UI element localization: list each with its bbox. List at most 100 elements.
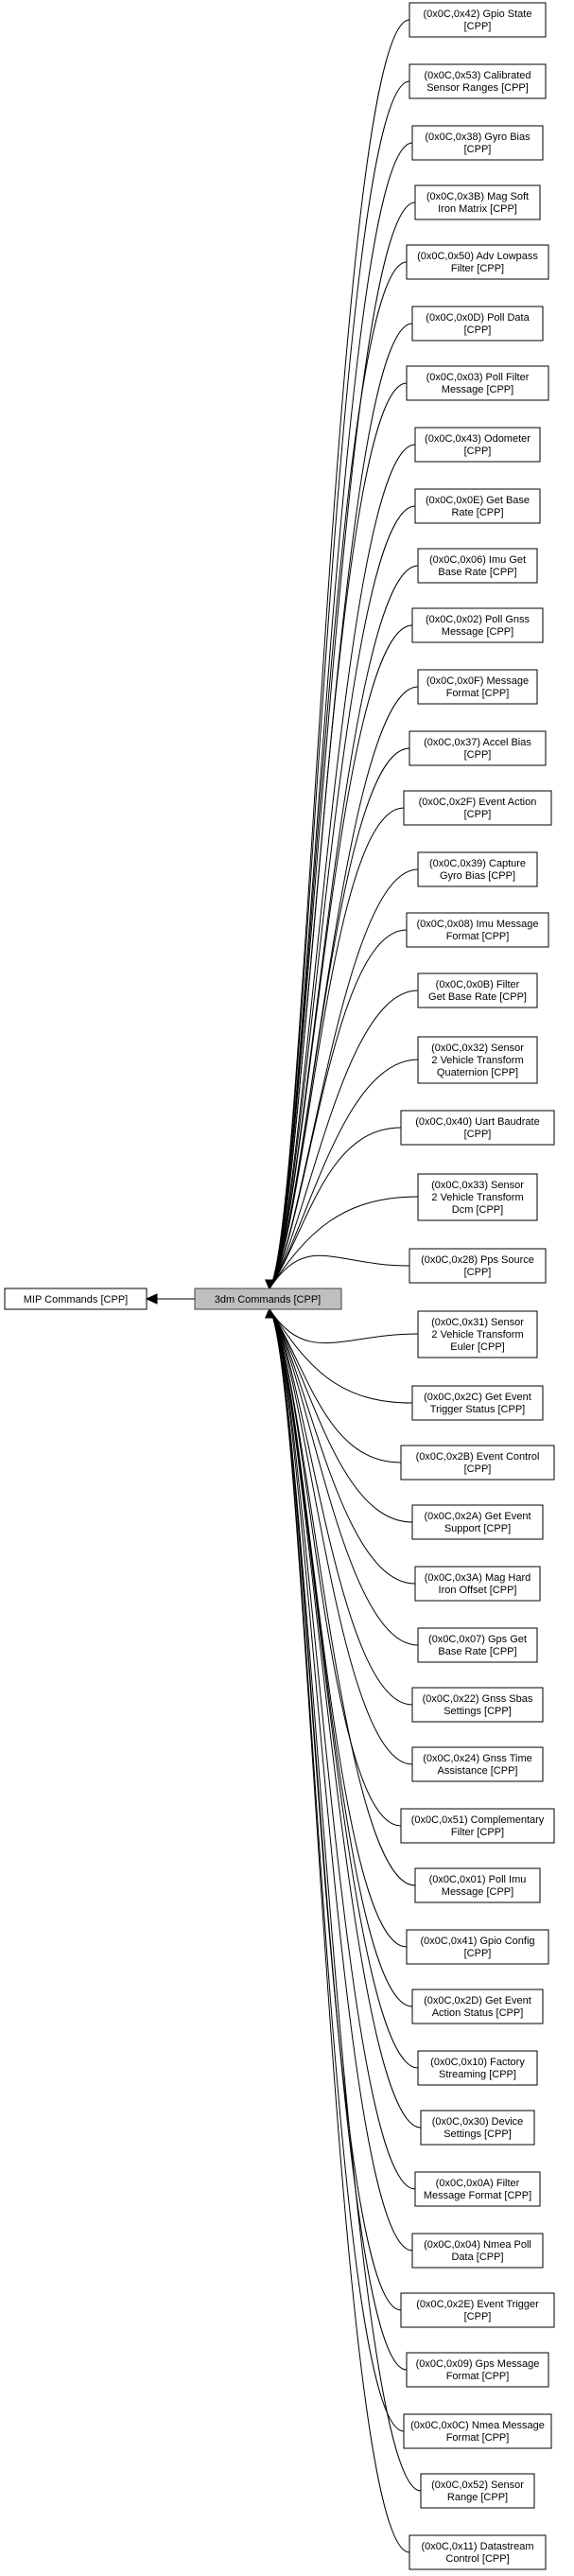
child-node-box (414, 1867, 541, 1903)
edge (269, 1308, 413, 1706)
parent-node-mip-commands[interactable]: MIP Commands [CPP] (4, 1288, 148, 1310)
child-node-box (403, 2413, 552, 2449)
parent-node-label: MIP Commands [CPP] (24, 1294, 128, 1306)
child-node-label-line: (0x0C,0x01) Poll Imu (429, 1874, 527, 1885)
child-node-box (417, 1627, 538, 1663)
child-node-label-line: Support [CPP] (444, 1523, 511, 1534)
child-node-box (400, 1808, 555, 1844)
child-node-box (409, 730, 547, 766)
child-node-label-line: Filter [CPP] (451, 263, 504, 274)
child-node-box (406, 912, 549, 948)
child-node-label-line: (0x0C,0x37) Accel Bias (424, 737, 531, 748)
child-node[interactable]: (0x0C,0x2E) Event Trigger[CPP] (400, 2292, 555, 2328)
edge (269, 1308, 419, 1344)
child-node-box (406, 1929, 549, 1965)
child-node-box (411, 125, 544, 161)
child-node-label-line: 2 Vehicle Transform (431, 1329, 523, 1341)
child-node-label-line: [CPP] (464, 749, 492, 761)
child-node-label-line: Gyro Bias [CPP] (440, 870, 515, 882)
child-node-label-line: (0x0C,0x50) Adv Lowpass (417, 251, 538, 262)
child-node-label-line: (0x0C,0x52) Sensor (431, 2480, 524, 2491)
child-node-label-line: (0x0C,0x0C) Nmea Message (410, 2420, 545, 2431)
child-node[interactable]: (0x0C,0x40) Uart Baudrate[CPP] (400, 1110, 555, 1146)
child-node-label-line: Settings [CPP] (444, 1706, 512, 1717)
edge (269, 1308, 422, 2129)
child-node[interactable]: (0x0C,0x42) Gpio State[CPP] (409, 2, 547, 38)
child-node-label-line: (0x0C,0x2A) Get Event (424, 1511, 531, 1522)
child-node-label-line: [CPP] (464, 21, 492, 32)
edge (269, 1254, 410, 1289)
child-nodes: (0x0C,0x42) Gpio State[CPP] (0x0C,0x53) C… (400, 2, 555, 2570)
child-node[interactable]: (0x0C,0x28) Pps Source[CPP] (409, 1248, 547, 1284)
edge (269, 1308, 410, 2553)
child-node[interactable]: (0x0C,0x38) Gyro Bias[CPP] (411, 125, 544, 161)
child-node-label-line: (0x0C,0x0B) Filter (436, 979, 520, 990)
child-node-box (417, 973, 538, 1008)
edge (269, 444, 416, 1289)
child-node-label-line: Get Base Rate [CPP] (428, 991, 527, 1003)
child-node-label-line: Data [CPP] (451, 2252, 503, 2263)
child-node-label-line: Settings [CPP] (444, 2129, 512, 2140)
child-node-label-line: Message [CPP] (442, 1886, 513, 1898)
child-node-box (400, 1445, 555, 1481)
child-node-label-line: Message [CPP] (442, 384, 513, 395)
child-node-label-line: Format [CPP] (446, 931, 510, 942)
child-node[interactable]: (0x0C,0x37) Accel Bias[CPP] (409, 730, 547, 766)
edge (269, 505, 416, 1289)
child-node-box (409, 63, 547, 99)
child-node[interactable]: (0x0C,0x0D) Poll Data[CPP] (411, 306, 544, 342)
child-node-label-line: (0x0C,0x33) Sensor (431, 1180, 524, 1191)
child-node[interactable]: (0x0C,0x43) Odometer[CPP] (414, 427, 541, 463)
center-node-3dm-commands: 3dm Commands [CPP] (194, 1288, 342, 1310)
edge (269, 1059, 419, 1289)
child-node[interactable]: (0x0C,0x2F) Event Action[CPP] (403, 790, 552, 826)
child-node-label-line: (0x0C,0x0F) Message (426, 675, 529, 687)
child-node-label-line: Format [CPP] (446, 688, 510, 699)
edge (269, 382, 408, 1289)
edge (269, 1308, 416, 1585)
child-node-box (411, 2233, 544, 2269)
child-node[interactable]: (0x0C,0x41) Gpio Config[CPP] (406, 1929, 549, 1965)
child-node-box (411, 1746, 544, 1782)
edge (269, 261, 408, 1289)
child-node-label-line: (0x0C,0x2D) Get Event (424, 1995, 531, 2006)
edge (269, 1308, 408, 2371)
child-node-box (400, 1110, 555, 1146)
graph-edges (145, 19, 422, 2553)
center-node-label: 3dm Commands [CPP] (215, 1294, 321, 1306)
child-node-box (409, 1248, 547, 1284)
child-node-label-line: 2 Vehicle Transform (431, 1192, 523, 1203)
child-node[interactable]: (0x0C,0x2B) Event Control[CPP] (400, 1445, 555, 1481)
